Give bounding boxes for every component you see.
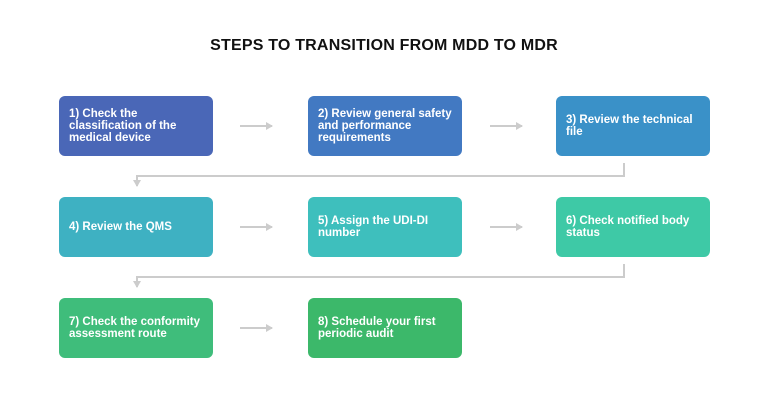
step-1-label: 1) Check the classification of the medic… <box>69 108 177 144</box>
step-3-label: 3) Review the technical file <box>566 114 693 138</box>
step-8: 8) Schedule your first periodic audit <box>308 298 462 358</box>
step-2-label: 2) Review general safety and performance… <box>318 108 452 144</box>
step-4-label: 4) Review the QMS <box>69 221 172 233</box>
step-3: 3) Review the technical file <box>556 96 710 156</box>
arrow-6-7 <box>133 264 625 288</box>
step-6: 6) Check notified body status <box>556 197 710 257</box>
step-2: 2) Review general safety and performance… <box>308 96 462 156</box>
diagram-title: STEPS TO TRANSITION FROM MDD TO MDR <box>210 37 558 54</box>
step-6-label: 6) Check notified body status <box>566 215 690 239</box>
step-4: 4) Review the QMS <box>59 197 213 257</box>
step-1: 1) Check the classification of the medic… <box>59 96 213 156</box>
step-5: 5) Assign the UDI-DI number <box>308 197 462 257</box>
arrow-3-4 <box>133 163 625 187</box>
step-8-label: 8) Schedule your first periodic audit <box>318 316 436 340</box>
step-7-label: 7) Check the conformity assessment route <box>69 316 200 340</box>
step-5-label: 5) Assign the UDI-DI number <box>318 215 429 239</box>
step-7: 7) Check the conformity assessment route <box>59 298 213 358</box>
